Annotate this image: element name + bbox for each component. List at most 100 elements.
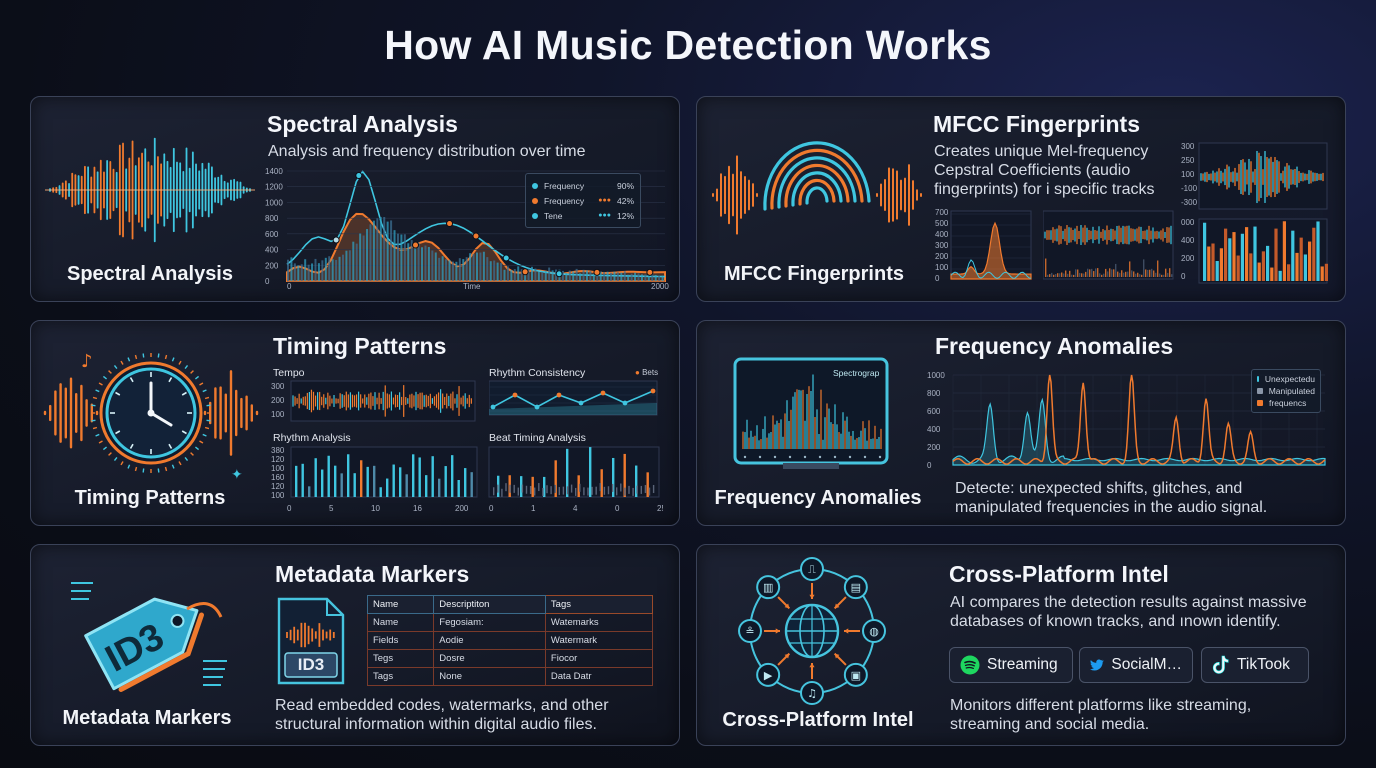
mfcc-bar [1053, 274, 1055, 277]
anomalies-y-tick: 0 [927, 461, 932, 470]
beat-x-tick: 4 [573, 504, 578, 513]
mfcc-bar [1127, 271, 1129, 277]
mfcc-bar [1065, 270, 1067, 277]
anomalies-y-tick: 200 [927, 443, 941, 452]
rhythm-consistency-legend: ● Bets [635, 368, 658, 377]
beat-noise [640, 485, 642, 494]
spectral-bar [366, 229, 369, 281]
spectral-y-tick: 1400 [265, 167, 283, 176]
network-node-icon: ♫ [807, 687, 817, 700]
clock-hour-tick [115, 430, 121, 435]
spectral-bar [455, 261, 458, 281]
beat-noise [628, 485, 630, 494]
rhythm-analysis-label: Rhythm Analysis [273, 432, 351, 444]
mfcc-bar [1107, 271, 1109, 277]
rhythm-area [489, 403, 657, 415]
spectral-bar [362, 235, 365, 281]
mfcc-y-tick: 100 [935, 263, 949, 272]
rhythm-x-tick: 0 [287, 504, 292, 513]
metadata-description: Read embedded codes, watermarks, and oth… [275, 696, 609, 734]
mfcc-bar [1320, 266, 1324, 281]
spectral-bar [623, 271, 626, 281]
spectral-bar [565, 272, 568, 281]
mfcc-bar [1069, 270, 1071, 277]
spectral-bar [476, 252, 478, 281]
network-node-icon: ⎍ [808, 563, 816, 576]
rhythm-bar [412, 454, 415, 497]
timing-card: ♪✦ Timing Patterns Timing Patterns Tempo… [30, 320, 680, 526]
legend-value: 12% [616, 210, 634, 221]
beat-noise [583, 487, 585, 496]
cross-platform-footer-line: Monitors different platforms like stream… [950, 697, 1252, 714]
globe-network-icon: ⎍▤◍▣♫▶≗▥ [738, 557, 886, 705]
fingerprint-ridge [791, 171, 843, 207]
waveform-icon [45, 137, 255, 243]
beat-timing-panel: 014025 [488, 446, 663, 513]
spectral-bar [400, 234, 403, 281]
legend-label: Manipulated [1268, 386, 1315, 396]
spectral-bar [393, 230, 396, 281]
spectral-bar [589, 271, 592, 281]
mfcc-bar [1203, 222, 1207, 281]
mfcc-bar [1101, 274, 1103, 277]
file-label-badge [284, 652, 338, 678]
anomalies-icon-label: Frequency Anomalies [714, 487, 922, 509]
spectral-bar [345, 250, 348, 281]
mfcc-bar [1167, 272, 1169, 277]
clock-outer-tick [120, 360, 124, 365]
platform-social-button[interactable]: SocialM… [1079, 647, 1193, 683]
rhythm-bar [418, 457, 421, 497]
platform-tiktok-button[interactable]: TikTook [1201, 647, 1309, 683]
mfcc-bar [1093, 271, 1095, 277]
spectral-bar [572, 271, 575, 281]
tiktok-icon [1212, 655, 1229, 674]
spectral-bar [372, 220, 375, 281]
rhythm-point [622, 400, 628, 406]
clock-outer-tick [102, 375, 107, 380]
mfcc-y-tick: 400 [1181, 236, 1195, 245]
mfcc-bar [1061, 272, 1063, 277]
spectral-bar [493, 260, 496, 281]
network-node-icon: ▣ [851, 669, 861, 682]
network-arrowhead [844, 628, 849, 634]
rhythm-bar [327, 455, 330, 497]
mfcc-y-tick: 400 [935, 230, 949, 239]
spectral-bar [489, 261, 492, 281]
monitor-dot [743, 455, 747, 459]
network-node [843, 662, 868, 687]
spectral-bar [524, 270, 527, 281]
mfcc-bar [1121, 270, 1123, 277]
spectral-bar [287, 259, 289, 281]
table-cell: Fiocor [544, 649, 654, 668]
beat-noise [562, 486, 565, 495]
spectrogram-monitor-icon [733, 357, 889, 469]
mfcc-y-tick: 300 [935, 241, 949, 250]
spectral-bar [579, 273, 582, 281]
network-node [756, 575, 781, 600]
spectral-bar [341, 254, 344, 281]
mfcc-bar [1308, 241, 1312, 281]
mfcc-secondary-line [950, 259, 1032, 279]
mfcc-bar [1240, 233, 1244, 281]
spectral-bar [630, 273, 633, 281]
spectral-bar [606, 271, 609, 281]
timing-icon-label: Timing Patterns [74, 487, 226, 509]
mfcc-bar [1219, 248, 1223, 281]
audio-file-icon [277, 597, 345, 685]
cross-platform-heading: Cross-Platform Intel [949, 561, 1169, 587]
mfcc-bar [1109, 268, 1111, 277]
table-header: Name [366, 595, 435, 614]
platform-streaming-button[interactable]: Streaming [949, 647, 1073, 683]
legend-text: Bets [642, 368, 659, 377]
mfcc-bar [1155, 272, 1157, 277]
legend-label: Tene [544, 210, 563, 221]
mfcc-bar [1245, 227, 1249, 281]
rhythm-point [534, 404, 540, 410]
rhythm-y-tick: 160 [271, 473, 285, 482]
rhythm-bar [334, 465, 337, 497]
spectral-bar [647, 274, 650, 281]
spectral-bar [417, 242, 420, 281]
network-arrowhead [784, 603, 790, 609]
